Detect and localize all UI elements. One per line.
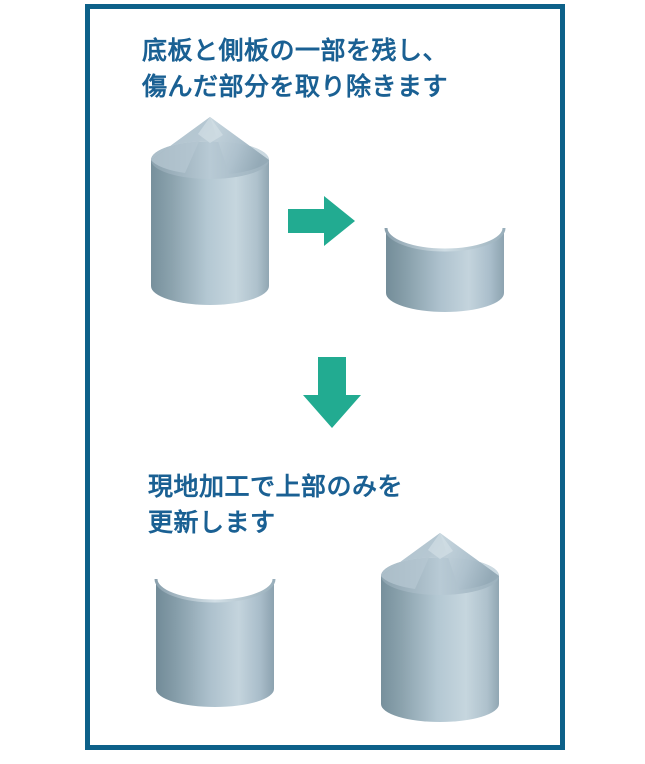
framed-panel: 底板と側板の一部を残し、 傷んだ部分を取り除きます bbox=[85, 4, 565, 750]
tank-cut-base-retained bbox=[152, 569, 278, 709]
tank-full-intact-graphic bbox=[151, 117, 269, 305]
tank-full-renewed bbox=[375, 529, 505, 725]
right-arrow bbox=[288, 195, 356, 247]
tank-full-renewed-graphic bbox=[381, 533, 499, 722]
tank-cut-upper-removed bbox=[382, 221, 508, 319]
caption-top: 底板と側板の一部を残し、 傷んだ部分を取り除きます bbox=[142, 36, 449, 101]
tank-cut-base-retained-graphic bbox=[154, 578, 276, 707]
tank-full-intact bbox=[145, 113, 275, 311]
tank-cut-upper-removed-graphic bbox=[384, 227, 506, 312]
caption-bottom: 現地加工で上部のみを 更新します bbox=[148, 472, 404, 537]
right-arrow-icon bbox=[288, 196, 355, 246]
down-arrow-icon bbox=[303, 357, 361, 428]
down-arrow bbox=[302, 357, 362, 429]
